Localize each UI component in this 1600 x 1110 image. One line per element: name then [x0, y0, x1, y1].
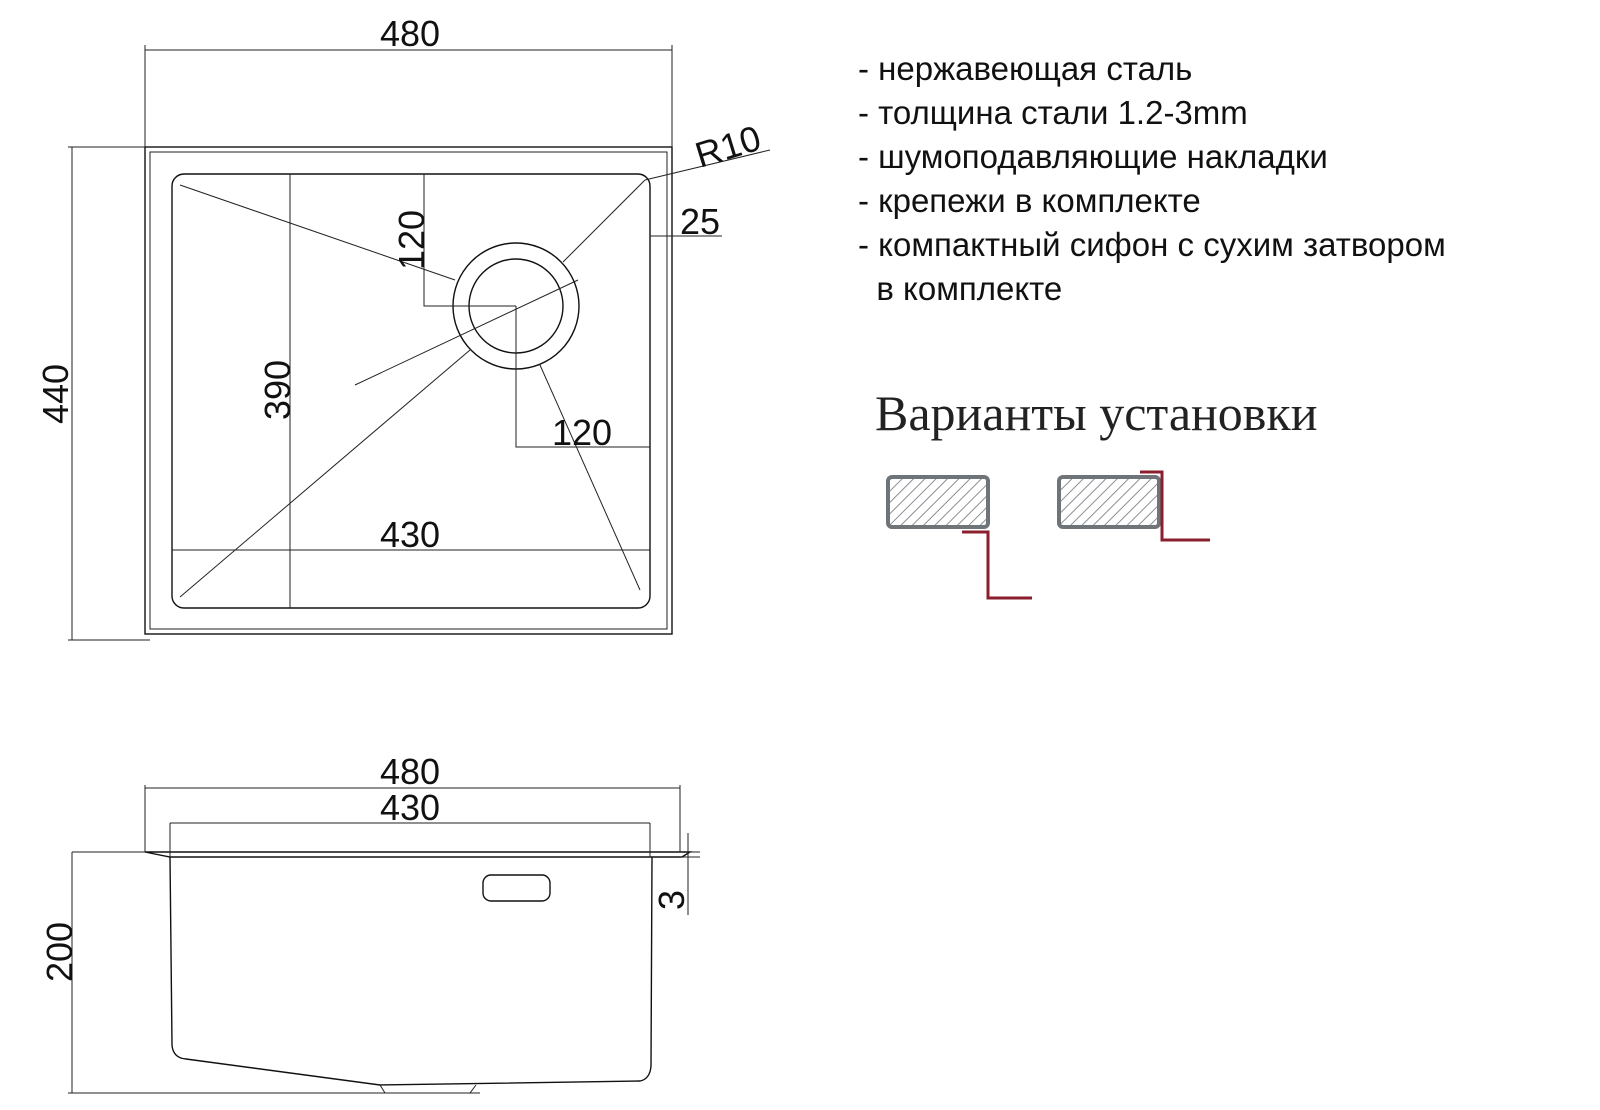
feature-item: в комплекте: [858, 270, 1062, 307]
side-view: 480 430 200 3: [39, 751, 700, 1094]
dim-inner-height-390: 390: [257, 360, 298, 420]
dim-width-480: 480: [380, 13, 440, 54]
feature-item: - нержавеющая сталь: [858, 50, 1192, 87]
dim-depth-200: 200: [39, 922, 80, 982]
bowl-side: [169, 856, 653, 1086]
sink-rim: [144, 851, 693, 858]
dim-drain-horizontal-120: 120: [552, 412, 612, 453]
install-title: Варианты установки: [875, 385, 1317, 441]
dim-height-440: 440: [35, 364, 76, 424]
features-list: - нержавеющая сталь - толщина стали 1.2-…: [858, 50, 1446, 307]
top-view: 480 440 390 430 120 120 R10 25: [35, 13, 771, 641]
install-variant-flush: [1057, 470, 1210, 542]
install-variant-undermount: [886, 475, 1032, 600]
dim-inner-width-430: 430: [380, 514, 440, 555]
dim-drain-vertical-120: 120: [391, 210, 432, 270]
feature-item: - компактный сифон с сухим затвором: [858, 226, 1446, 263]
feature-item: - шумоподавляющие накладки: [858, 138, 1328, 175]
sink-outer-outline: [144, 146, 673, 635]
install-variants: Варианты установки: [875, 385, 1317, 600]
bowl-outline: [171, 173, 651, 609]
overflow-slot: [482, 874, 551, 902]
dim-side-width-480: 480: [380, 751, 440, 792]
feature-item: - крепежи в комплекте: [858, 182, 1201, 219]
dim-radius-r10: R10: [690, 117, 765, 176]
dim-side-inner-width-430: 430: [380, 787, 440, 828]
dim-thickness-3: 3: [651, 890, 692, 910]
feature-item: - толщина стали 1.2-3mm: [858, 94, 1248, 131]
dim-rim-25: 25: [680, 201, 720, 242]
